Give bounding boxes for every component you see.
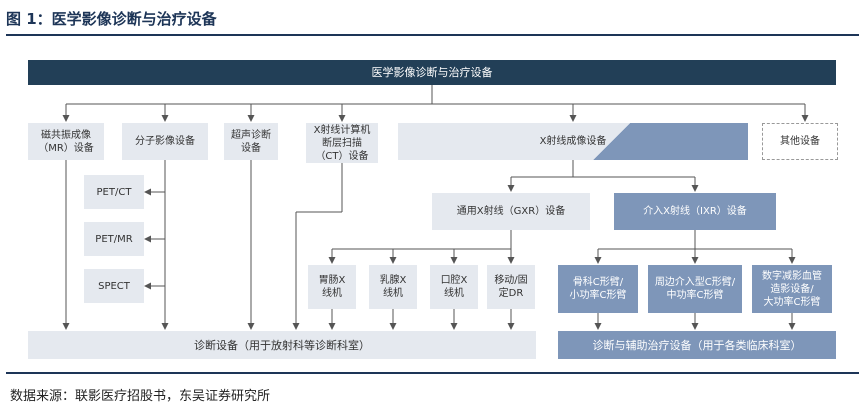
figure-title: 图 1：医学影像诊断与治疗设备 [6, 10, 217, 28]
pet-ct-node: PET/CT [84, 175, 144, 209]
title-rule [6, 34, 859, 36]
ultrasound-node: 超声诊断 设备 [224, 123, 278, 160]
mri-node: 磁共振成像 （MR）设备 [28, 123, 104, 160]
ct-node: X射线计算机 断层扫描 （CT）设备 [306, 123, 378, 163]
bottom-rule [6, 372, 859, 374]
ortho-c-arm-node: 骨科C形臂/ 小功率C形臂 [558, 265, 638, 313]
root-node: 医学影像诊断与治疗设备 [28, 60, 836, 85]
dsa-node: 数字减影血管 造影设备/ 大功率C形臂 [752, 265, 832, 313]
ixr-node: 介入X射线（IXR）设备 [614, 193, 776, 230]
dental-xray-node: 口腔X 线机 [430, 265, 478, 309]
peripheral-c-arm-node: 周边介入型C形臂/ 中功率C形臂 [648, 265, 742, 313]
gxr-node: 通用X射线（GXR）设备 [432, 193, 590, 230]
xray-node: X射线成像设备 [398, 123, 748, 160]
treatment-bar: 诊断与辅助治疗设备（用于各类临床科室） [558, 331, 836, 359]
molecular-node: 分子影像设备 [122, 123, 208, 160]
source-note: 数据来源：联影医疗招股书，东吴证券研究所 [10, 389, 271, 404]
spect-node: SPECT [84, 269, 144, 303]
diagnosis-bar: 诊断设备（用于放射科等诊断科室） [28, 331, 536, 359]
mobile-dr-node: 移动/固 定DR [487, 265, 535, 309]
other-node: 其他设备 [762, 123, 838, 160]
pet-mr-node: PET/MR [84, 222, 144, 256]
gi-xray-node: 胃肠X 线机 [308, 265, 356, 309]
mammo-xray-node: 乳腺X 线机 [369, 265, 417, 309]
